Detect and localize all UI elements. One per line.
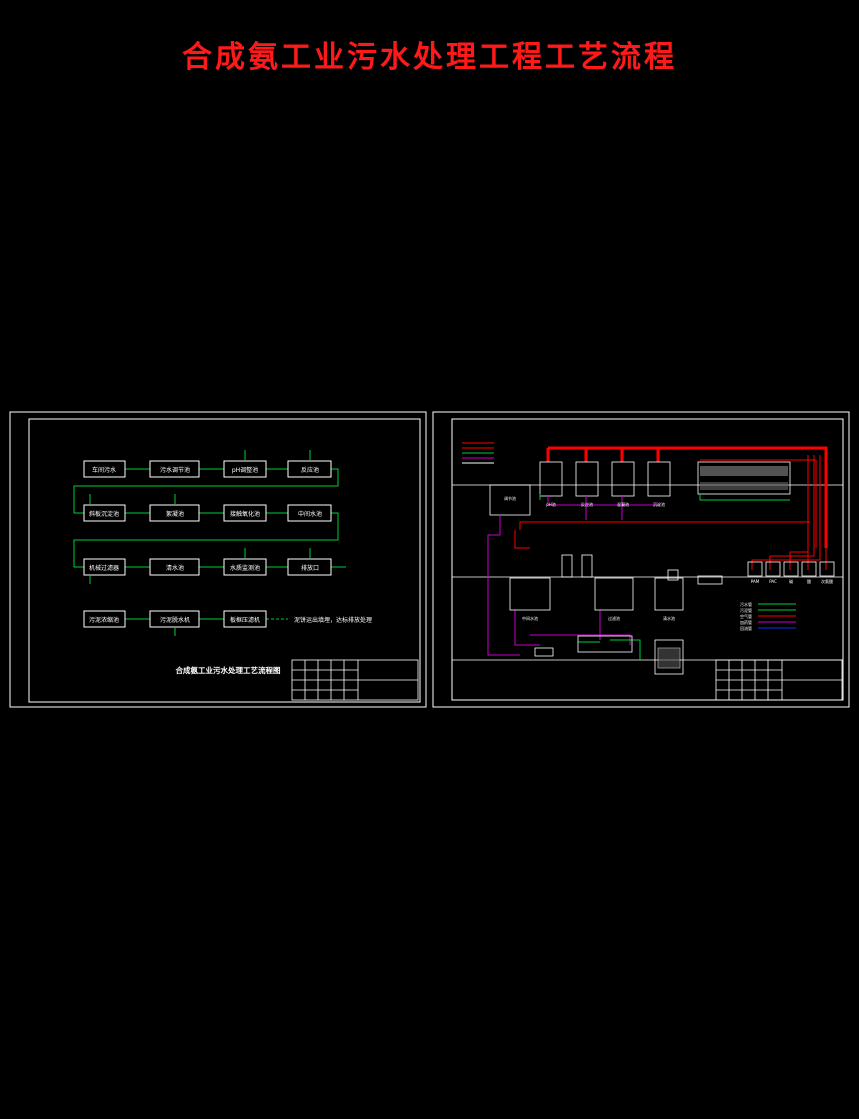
dosing-label: 次氯酸 [821, 578, 833, 584]
process-box [83, 610, 126, 628]
process-box [83, 558, 126, 576]
process-box-label: 机械过滤器 [89, 564, 119, 572]
left-row-4: 污泥浓缩池 污泥脱水机 板框压滤机 泥饼运出填埋，达标排放处理 [83, 610, 372, 628]
left-sheet-inner-frame [28, 418, 421, 703]
left-sheet-outer-frame [9, 411, 427, 708]
process-box-label: 污泥浓缩池 [89, 616, 119, 624]
right-title-block [715, 659, 843, 701]
air-branches [514, 455, 827, 570]
page-title: 合成氨工业污水处理工程工艺流程 [182, 40, 677, 75]
left-row-2: 斜板沉淀池 絮凝池 接触氧化池 中间水池 [83, 504, 332, 522]
right-sheet-outer-frame [432, 411, 850, 708]
process-box [149, 504, 200, 522]
left-row-3: 机械过滤器 清水池 水质监测池 排放口 [83, 558, 332, 576]
left-flow-lines [73, 450, 346, 636]
legend-label: 空气管 [740, 613, 752, 619]
process-box [287, 558, 332, 576]
process-box [149, 610, 200, 628]
lower-equipment [534, 635, 684, 675]
right-sheet: 污水管 污泥管 空气管 加药管 回流管 调节池 pH池 反应池 混凝池 沉淀池 … [432, 411, 850, 708]
legend-label: 污泥管 [740, 607, 752, 613]
process-box-label: 车间污水 [92, 466, 116, 474]
process-box-label: 清水池 [166, 564, 184, 572]
dosing-label: 酸 [807, 578, 811, 584]
left-row-1: 车间污水 污水调节池 pH调整池 反应池 [83, 460, 332, 478]
process-box [149, 460, 200, 478]
tank-label: pH池 [546, 501, 556, 507]
dosing-label: PAC [769, 579, 777, 584]
process-box-label: 反应池 [301, 466, 319, 474]
right-legend-top [462, 442, 494, 464]
dosing-label: 碱 [789, 578, 793, 584]
process-box-label: 絮凝池 [166, 510, 184, 518]
upper-tanks [489, 461, 791, 516]
process-box-label: 水质监测池 [230, 564, 260, 572]
legend-label: 回流管 [740, 625, 752, 631]
left-drawing-title: 合成氨工业污水处理工艺流程图 [176, 665, 281, 675]
process-box [223, 610, 267, 628]
process-box-label: pH调整池 [232, 466, 258, 474]
right-sheet-inner-frame [451, 418, 844, 701]
process-box [149, 558, 200, 576]
process-box [83, 460, 126, 478]
sludge-lines [487, 496, 660, 656]
process-box-label: 污水调节池 [160, 466, 190, 474]
tank-label: 沉淀池 [653, 501, 665, 507]
left-title-block [291, 659, 419, 701]
tank-label: 反应池 [581, 501, 593, 507]
tank-labels: 调节池 pH池 反应池 混凝池 沉淀池 中间水池 过滤池 清水池 [504, 495, 675, 621]
dosing-labels: PAM PAC 碱 酸 次氯酸 [751, 578, 833, 584]
process-box [287, 460, 332, 478]
process-box [223, 460, 267, 478]
right-legend: 污水管 污泥管 空气管 加药管 回流管 [740, 601, 796, 631]
process-box-label: 板框压滤机 [230, 616, 260, 624]
process-box-label: 斜板沉淀池 [89, 510, 119, 518]
process-box-label: 污泥脱水机 [160, 616, 190, 624]
dosing-tanks [747, 561, 835, 577]
filter-media-fill [700, 466, 788, 476]
tank-label: 调节池 [504, 495, 516, 501]
process-box-label: 接触氧化池 [230, 510, 260, 518]
tank-label: 混凝池 [617, 501, 629, 507]
filter-media-fill [700, 482, 788, 490]
air-manifold [546, 446, 828, 548]
legend-label: 污水管 [740, 601, 752, 607]
process-box-label: 排放口 [301, 564, 319, 572]
tank-label: 过滤池 [608, 615, 620, 621]
left-sheet: 车间污水 污水调节池 pH调整池 反应池 斜板沉淀池 絮凝池 接触氧化池 中间水… [9, 411, 427, 708]
process-box [287, 504, 332, 522]
dosing-label: PAM [751, 579, 760, 584]
process-box [83, 504, 126, 522]
tank-label: 清水池 [663, 615, 675, 621]
water-lines [539, 494, 790, 660]
disposal-note: 泥饼运出填埋，达标排放处理 [294, 616, 372, 624]
process-box [223, 558, 267, 576]
process-box [223, 504, 267, 522]
legend-label: 加药管 [740, 619, 752, 625]
tank-label: 中间水池 [522, 615, 538, 621]
middle-tanks [509, 554, 723, 611]
process-box-label: 中间水池 [298, 510, 322, 518]
